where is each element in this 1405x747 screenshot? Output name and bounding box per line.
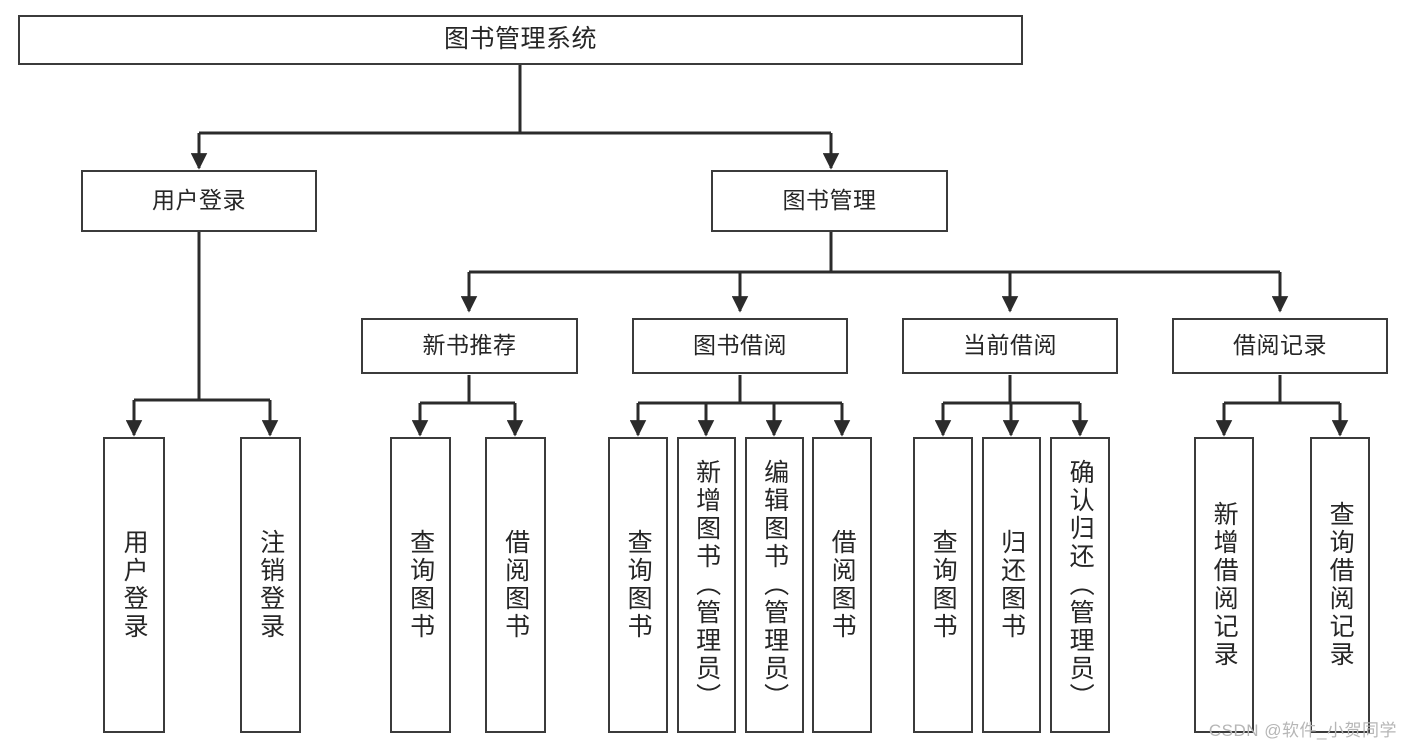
leaf-current-borrow-return-book[interactable]: 归还图书 <box>982 437 1041 733</box>
node-label: 注销登录 <box>256 529 285 641</box>
leaf-user-login-login[interactable]: 用户登录 <box>103 437 165 733</box>
node-borrow-record[interactable]: 借阅记录 <box>1172 318 1388 374</box>
node-label: 新书推荐 <box>422 332 517 359</box>
leaf-book-borrow-add-book-admin[interactable]: 新增图书（管理员） <box>677 437 736 733</box>
node-current-borrow[interactable]: 当前借阅 <box>902 318 1118 374</box>
node-label: 查询图书 <box>406 529 435 641</box>
node-label: 借阅图书 <box>828 529 857 641</box>
node-label: 编辑图书（管理员） <box>760 459 789 711</box>
node-label: 用户登录 <box>152 187 246 214</box>
node-root-book-management-system[interactable]: 图书管理系统 <box>18 15 1023 65</box>
node-label: 借阅记录 <box>1233 332 1327 359</box>
node-label: 查询图书 <box>624 529 653 641</box>
node-new-book-recommend[interactable]: 新书推荐 <box>361 318 578 374</box>
node-label: 图书借阅 <box>693 332 787 359</box>
leaf-current-borrow-confirm-return-admin[interactable]: 确认归还（管理员） <box>1050 437 1110 733</box>
node-label: 图书管理 <box>782 187 877 214</box>
node-label: 图书管理系统 <box>443 25 597 54</box>
node-label: 借阅图书 <box>501 529 530 641</box>
node-label: 新增图书（管理员） <box>692 459 721 711</box>
leaf-borrow-record-add-record[interactable]: 新增借阅记录 <box>1194 437 1254 733</box>
leaf-user-login-logout[interactable]: 注销登录 <box>240 437 301 733</box>
leaf-book-borrow-edit-book-admin[interactable]: 编辑图书（管理员） <box>745 437 804 733</box>
node-label: 新增借阅记录 <box>1210 501 1239 669</box>
node-label: 当前借阅 <box>963 332 1057 359</box>
watermark-text: CSDN @软件_小贺同学 <box>1208 721 1397 740</box>
node-book-borrow[interactable]: 图书借阅 <box>632 318 848 374</box>
node-label: 归还图书 <box>997 529 1026 641</box>
leaf-borrow-record-query-record[interactable]: 查询借阅记录 <box>1310 437 1370 733</box>
node-label: 查询图书 <box>929 529 958 641</box>
node-label: 用户登录 <box>120 529 149 641</box>
node-book-management[interactable]: 图书管理 <box>711 170 948 232</box>
leaf-book-borrow-query-book[interactable]: 查询图书 <box>608 437 668 733</box>
leaf-current-borrow-query-book[interactable]: 查询图书 <box>913 437 973 733</box>
node-label: 查询借阅记录 <box>1326 501 1355 669</box>
leaf-new-book-query-book[interactable]: 查询图书 <box>390 437 451 733</box>
node-label: 确认归还（管理员） <box>1066 459 1095 711</box>
leaf-new-book-borrow-book[interactable]: 借阅图书 <box>485 437 546 733</box>
node-user-login[interactable]: 用户登录 <box>81 170 317 232</box>
leaf-book-borrow-borrow-book[interactable]: 借阅图书 <box>812 437 872 733</box>
